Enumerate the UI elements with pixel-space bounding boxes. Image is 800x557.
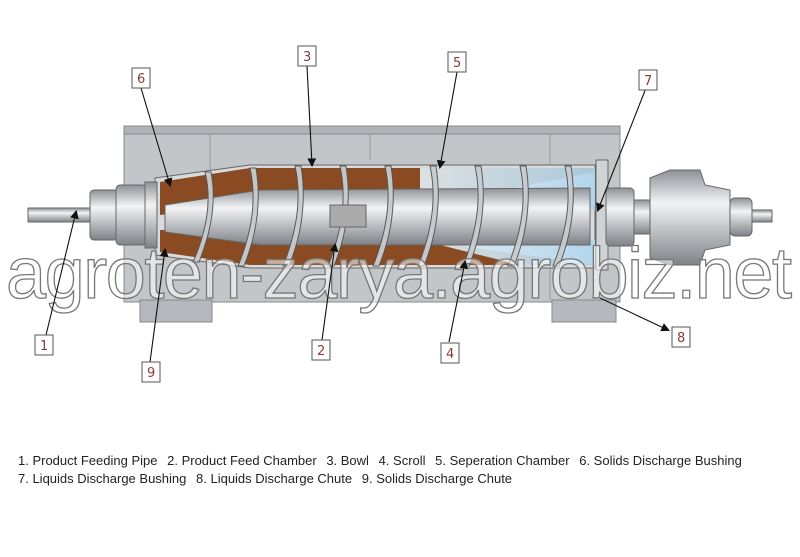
callout-number: 4 <box>446 347 454 362</box>
scroll <box>164 165 591 267</box>
liquid-zone-bottom <box>420 240 595 265</box>
callout-1: 1 <box>34 334 54 356</box>
legend-item: 1. Product Feeding Pipe <box>18 453 158 468</box>
legend-item: 8. Liquids Discharge Chute <box>196 471 353 486</box>
callout-number: 1 <box>40 339 48 354</box>
callout-number: 8 <box>677 331 685 346</box>
legend-item: 9. Solids Discharge Chute <box>361 471 513 486</box>
gearbox-drive <box>595 159 773 271</box>
leader-lines <box>45 65 670 363</box>
legend-item: 3. Bowl <box>326 453 369 468</box>
callout-number: 9 <box>147 366 155 381</box>
watermark: agroten-zarya.agrobiz.net <box>6 234 792 314</box>
legend: 1. Product Feeding Pipe 2. Product Feed … <box>18 452 748 488</box>
callout-number: 3 <box>303 50 311 65</box>
legend-line-2: 7. Liquids Discharge Bushing 8. Liquids … <box>18 470 748 488</box>
callout-8: 8 <box>671 326 691 348</box>
feed-pipe-and-pulley <box>27 181 158 249</box>
callout-number: 7 <box>644 74 652 89</box>
callout-number: 6 <box>137 72 145 87</box>
callout-5: 5 <box>447 51 467 73</box>
callout-7: 7 <box>638 69 658 91</box>
callout-9: 9 <box>141 361 161 383</box>
legend-item: 7. Liquids Discharge Bushing <box>18 471 187 486</box>
callout-6: 6 <box>131 67 151 89</box>
legend-item: 2. Product Feed Chamber <box>167 453 317 468</box>
callout-4: 4 <box>440 342 460 364</box>
callout-number: 2 <box>317 344 325 359</box>
legend-item: 5. Seperation Chamber <box>435 453 570 468</box>
callout-2: 2 <box>311 339 331 361</box>
callout-number: 5 <box>453 56 461 71</box>
legend-item: 6. Solids Discharge Bushing <box>579 453 742 468</box>
legend-item: 4. Scroll <box>378 453 426 468</box>
callout-3: 3 <box>297 45 317 67</box>
legend-line-1: 1. Product Feeding Pipe 2. Product Feed … <box>18 452 748 470</box>
